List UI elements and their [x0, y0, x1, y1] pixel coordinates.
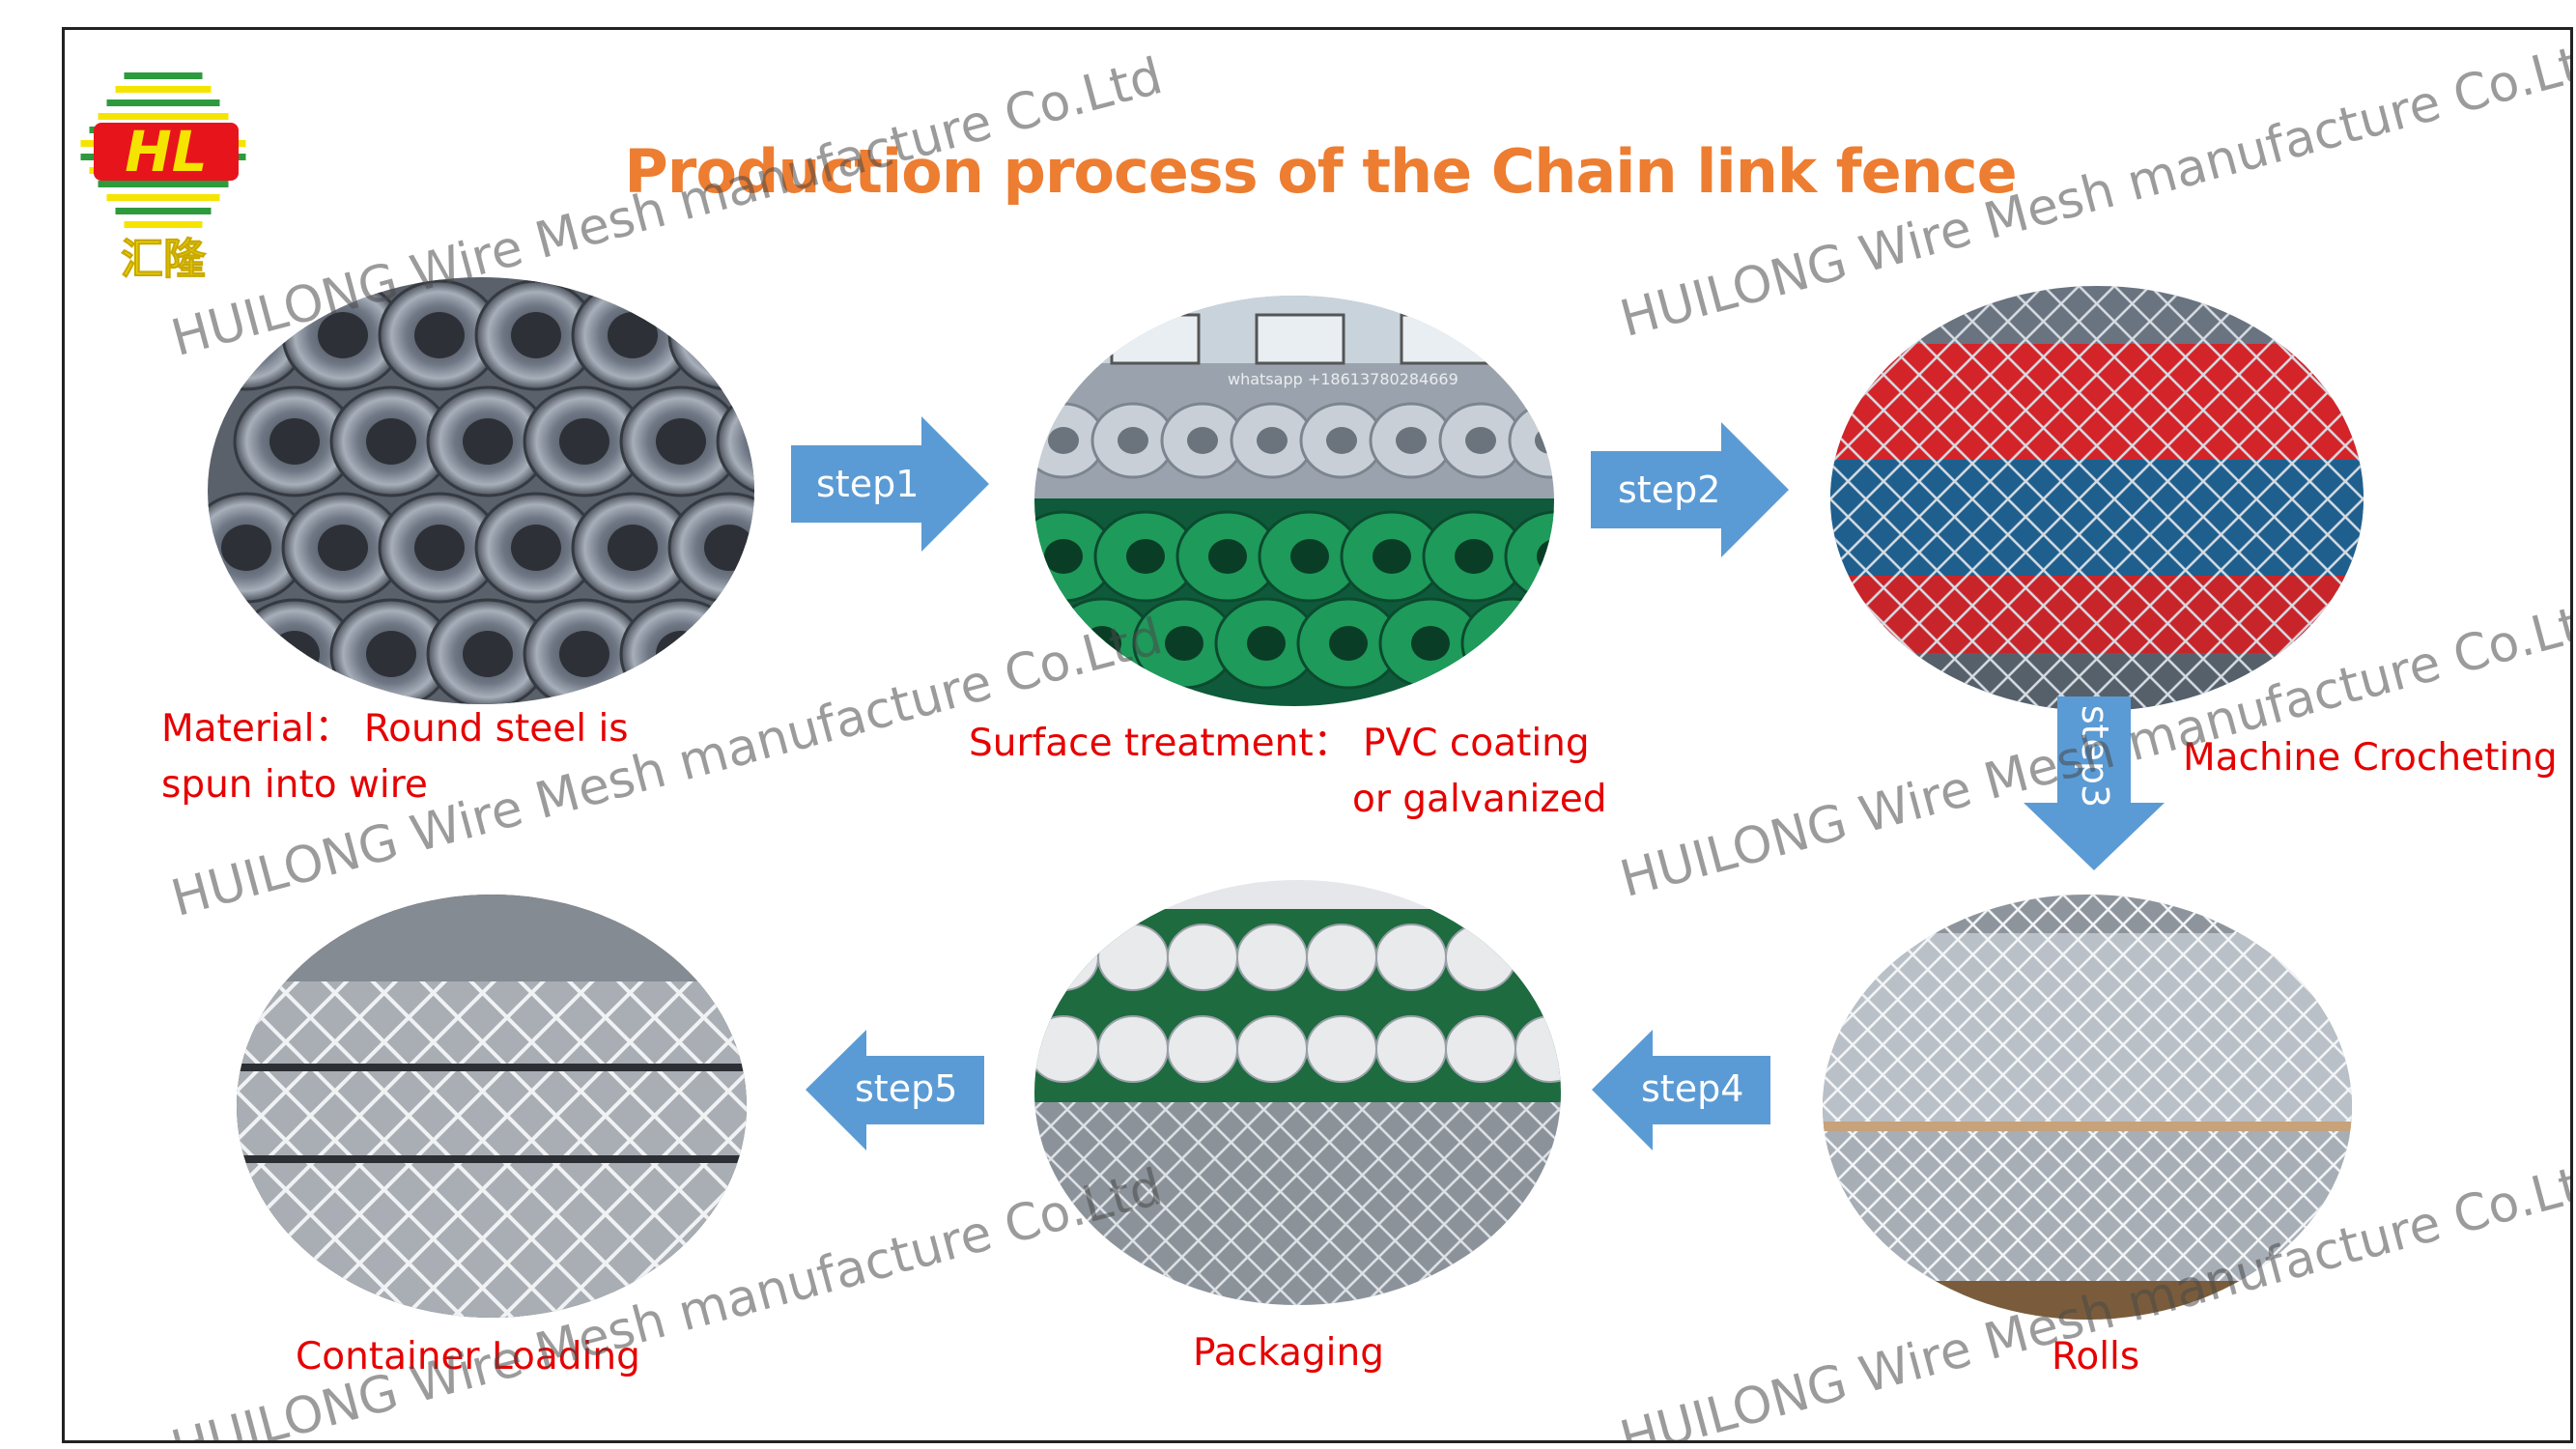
caption-surface-line2: or galvanized [1352, 778, 1607, 821]
step2-label: step2 [1618, 469, 1721, 511]
photo-chain-link-machine [1830, 286, 2364, 711]
caption-container: Container Loading [296, 1335, 640, 1378]
step4-arrow [1592, 1030, 1770, 1151]
caption-surface-line1: Surface treatment： PVC coating [969, 722, 1590, 765]
photo-container-loading [237, 895, 747, 1318]
step1-arrow [791, 416, 989, 552]
photo-overlay-text: whatsapp +18613780284669 [1228, 370, 1458, 388]
photo-packaged-rolls [1034, 880, 1561, 1305]
step5-arrow [806, 1030, 984, 1151]
huilong-logo: HL 汇隆 [80, 72, 246, 285]
caption-rolls: Rolls [2052, 1335, 2140, 1378]
logo-text: 汇隆 [121, 235, 207, 284]
photo-chain-link-rolls [1823, 895, 2352, 1320]
slide-frame: HL 汇隆 Production process of the Chain li… [62, 27, 2573, 1443]
svg-text:HL: HL [125, 119, 208, 185]
step3-arrow [2024, 696, 2165, 870]
caption-material-line1: Material： Round steel is [161, 707, 629, 751]
caption-packaging: Packaging [1193, 1331, 1384, 1375]
page-title: Production process of the Chain link fen… [624, 136, 2017, 207]
caption-material-line2: spun into wire [161, 763, 428, 807]
step4-label: step4 [1641, 1067, 1744, 1110]
step1-label: step1 [816, 463, 920, 505]
caption-crocheting: Machine Crocheting [2183, 736, 2558, 780]
photo-galvanized-and-pvc-coils: whatsapp +18613780284669 [1034, 296, 1554, 706]
step5-label: step5 [855, 1067, 958, 1110]
step3-label: step3 [2074, 704, 2116, 809]
step2-arrow [1591, 422, 1789, 557]
photo-wire-rod-coils [208, 277, 754, 704]
